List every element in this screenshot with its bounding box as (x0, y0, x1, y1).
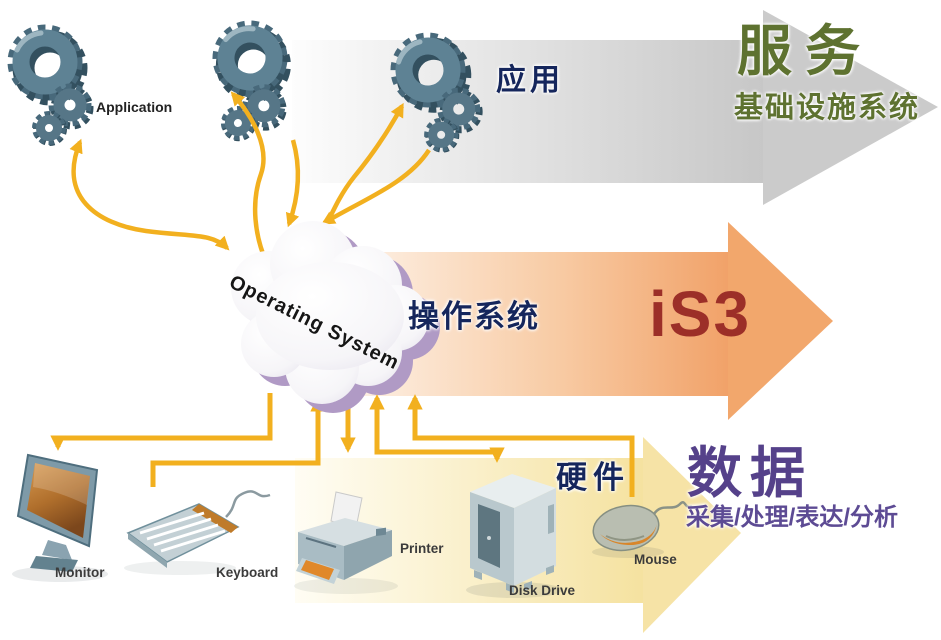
monitor-label: Monitor (55, 565, 105, 580)
arrow-gear3-to-cloud (321, 148, 431, 225)
monitor-icon (12, 453, 108, 582)
printer-icon (294, 491, 398, 594)
mouse-label: Mouse (634, 552, 677, 567)
printer-label: Printer (400, 541, 444, 556)
arrow-cloud-to-monitor (50, 393, 273, 451)
services-arrow-subtitle: 基础设施系统 (734, 92, 921, 124)
application-layer-label: 应用 (496, 64, 564, 97)
disk-drive-icon (466, 474, 562, 598)
arrow-cloud-gear1-both (69, 138, 230, 251)
is3-arrow-title: iS3 (649, 278, 752, 350)
application-gears-2 (198, 18, 301, 147)
data-arrow-subtitle: 采集/处理/表达/分析 (686, 504, 899, 531)
arrow-gear2-to-cloud (285, 139, 301, 228)
keyboard-icon (124, 490, 271, 575)
os-layer-label: 操作系统 (408, 299, 540, 334)
hardware-layer-label: 硬件 (556, 460, 630, 495)
os-cloud (231, 221, 440, 413)
disk-drive-label: Disk Drive (509, 583, 576, 598)
keyboard-label: Keyboard (216, 565, 279, 580)
data-arrow-title: 数据 (687, 442, 814, 504)
arrow-mouse-to-cloud (407, 394, 635, 497)
application-caption: Application (96, 99, 173, 115)
arrow-cloud-disk-both (369, 394, 505, 463)
application-gears-1 (12, 29, 90, 143)
arrow-cloud-to-gear2 (230, 91, 271, 267)
mouse-icon (592, 501, 693, 558)
services-arrow-title: 服务 (737, 20, 874, 82)
arrow-keyboard-to-cloud (150, 396, 326, 487)
